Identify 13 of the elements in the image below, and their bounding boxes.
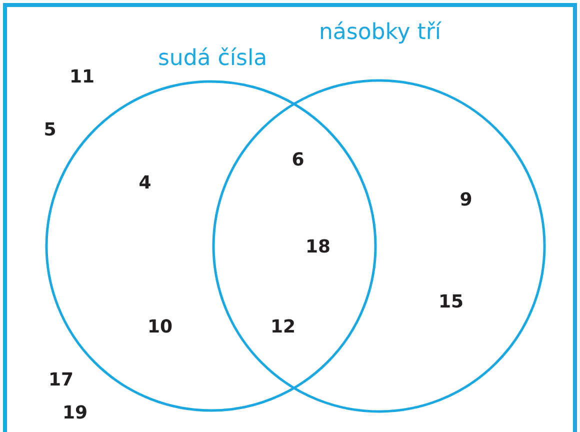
number-label: 6 [292,150,304,170]
set-label: sudá čísla [156,45,268,72]
number-label: 18 [305,236,331,258]
number-label: 19 [62,402,88,424]
number-label: 5 [44,120,56,140]
number-label: 11 [69,66,95,88]
number-label: 12 [270,316,296,338]
number-label: 4 [138,172,152,194]
set-label: násobky tří [318,19,442,46]
number-label: 15 [438,292,464,312]
number-label: 17 [48,370,74,390]
number-label: 10 [147,316,173,338]
number-label: 9 [460,190,472,210]
